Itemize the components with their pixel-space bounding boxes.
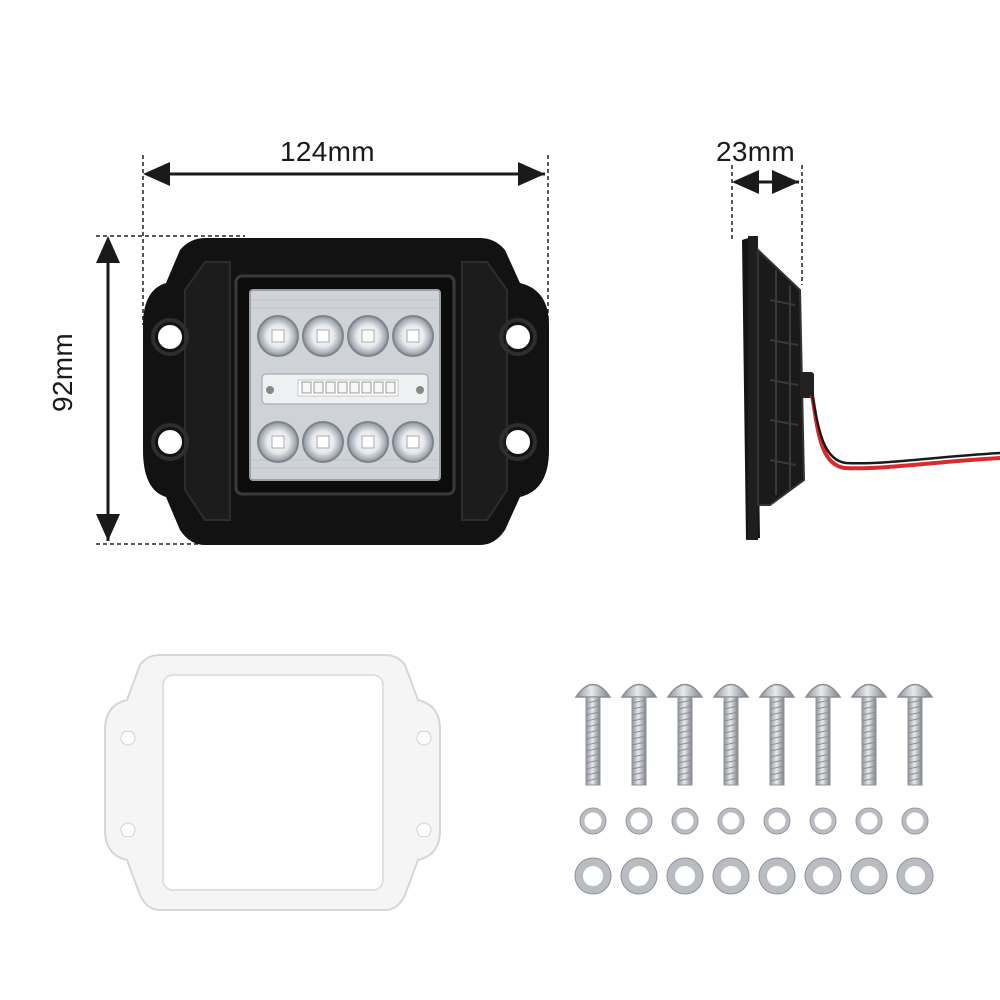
height-label: 92mm	[47, 333, 78, 412]
screw	[712, 683, 750, 786]
mounting-hole	[499, 318, 537, 356]
spring-washer	[855, 807, 883, 835]
led-row-bottom	[257, 421, 434, 463]
width-label: 124mm	[280, 136, 375, 167]
flat-washer	[574, 857, 612, 895]
screw	[896, 683, 934, 786]
screw	[666, 683, 704, 786]
spring-washer	[625, 807, 653, 835]
spring-washer	[717, 807, 745, 835]
spring-washer	[809, 807, 837, 835]
spring-washer	[763, 807, 791, 835]
spring-washer	[579, 807, 607, 835]
screw	[574, 683, 612, 786]
led-strip-middle	[261, 373, 429, 405]
height-dimension	[96, 235, 245, 545]
light-front-view	[143, 238, 549, 545]
flat-washer	[758, 857, 796, 895]
mounting-hole	[499, 423, 537, 461]
flat-washer	[712, 857, 750, 895]
flat-washer	[896, 857, 934, 895]
spring-washer	[901, 807, 929, 835]
flat-washer	[804, 857, 842, 895]
flat-washer	[666, 857, 704, 895]
red-wire	[810, 394, 1000, 471]
screw	[804, 683, 842, 786]
black-wire	[810, 392, 1000, 465]
width-dimension	[142, 155, 549, 325]
screw	[758, 683, 796, 786]
screw	[850, 683, 888, 786]
flat-washer	[850, 857, 888, 895]
mounting-hole	[151, 423, 189, 461]
spring-washer	[671, 807, 699, 835]
light-side-view	[742, 236, 1000, 540]
depth-label: 23mm	[716, 136, 795, 167]
hardware-set	[574, 683, 934, 895]
flat-washer	[620, 857, 658, 895]
led-row-top	[257, 315, 434, 357]
screw	[620, 683, 658, 786]
mounting-hole	[151, 318, 189, 356]
mounting-gasket	[104, 654, 441, 911]
depth-dimension	[731, 165, 803, 285]
